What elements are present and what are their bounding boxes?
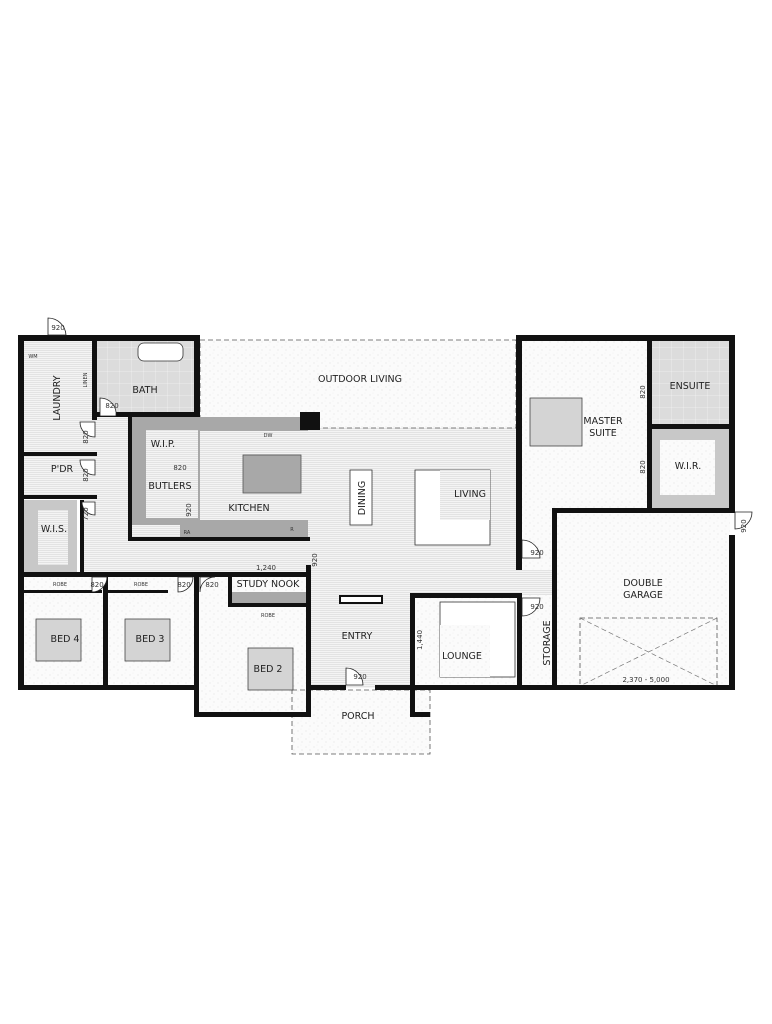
- study-desk: [230, 592, 308, 605]
- kitchen-island: [242, 454, 302, 494]
- wir-floor: [660, 440, 715, 495]
- ensuite-area: [652, 340, 730, 425]
- bath-label: BATH: [132, 385, 157, 396]
- robe-label-bed3: ROBE: [134, 582, 148, 588]
- bed2-door[interactable]: [199, 576, 216, 593]
- bed3-bed: [124, 618, 171, 662]
- bathtub: [137, 342, 184, 362]
- kitchen-bench-top: [200, 417, 308, 431]
- kitchen-label: KITCHEN: [228, 503, 269, 514]
- wis-floor: [38, 510, 68, 565]
- robe-label-bed4: ROBE: [53, 582, 67, 588]
- ra-label: RA: [184, 530, 191, 536]
- pdr-label: P'DR: [51, 464, 74, 475]
- bath-door[interactable]: [99, 397, 117, 417]
- laundry-label: LAUNDRY: [52, 375, 63, 420]
- double-garage-label-2: GARAGE: [623, 590, 663, 601]
- dim-storage-door: 920: [530, 603, 543, 611]
- dim-wip-door: 820: [173, 464, 186, 472]
- r-label: R: [290, 527, 294, 533]
- entry-label: ENTRY: [342, 631, 373, 642]
- storage-label: STORAGE: [542, 620, 553, 665]
- dim-laundry-door: 820: [82, 430, 90, 443]
- wm-label: WM: [28, 354, 37, 360]
- dim-bed4-door: 820: [90, 581, 103, 589]
- master-bed: [529, 397, 583, 447]
- bed2-bed: [247, 647, 294, 691]
- wip-label: W.I.P.: [151, 439, 175, 450]
- entry-door[interactable]: [345, 667, 364, 686]
- robe-label-bed2: ROBE: [261, 613, 275, 619]
- bed2-label: BED 2: [254, 664, 283, 675]
- wis-door[interactable]: [81, 501, 96, 516]
- dim-study-opening: 1,240: [256, 564, 276, 572]
- master-suite-label-1: MASTER: [583, 416, 623, 427]
- bed3-label: BED 3: [136, 634, 165, 645]
- study-nook-label: STUDY NOOK: [237, 579, 300, 590]
- bed4-door[interactable]: [91, 576, 108, 593]
- porch-area: [291, 689, 431, 755]
- pdr-door[interactable]: [79, 459, 96, 476]
- dim-bath-door: 820: [105, 402, 118, 410]
- dim-entry-door: 920: [353, 673, 366, 681]
- butlers-floor: [146, 430, 198, 518]
- lounge-label: LOUNGE: [442, 651, 482, 662]
- dw-label: DW: [264, 433, 273, 439]
- laundry-floor: [22, 340, 95, 455]
- kitchen-bench-bottom: [180, 520, 308, 538]
- storage-door[interactable]: [521, 597, 541, 617]
- wir-label: W.I.R.: [675, 461, 701, 472]
- wis-label: W.I.S.: [41, 524, 67, 535]
- linen-label: LINEN: [83, 372, 89, 387]
- living-sofa-inner: [440, 470, 490, 520]
- bed4-label: BED 4: [51, 634, 80, 645]
- garage-side-door[interactable]: [734, 511, 753, 530]
- garage-door-cross: [579, 617, 718, 687]
- bed4-bed: [35, 618, 82, 662]
- dim-garage-side-door: 920: [740, 519, 748, 532]
- dim-hall-door: 920: [311, 553, 319, 566]
- outdoor-living-area: [199, 339, 517, 429]
- garage-area: [557, 512, 730, 688]
- dim-bed3-door: 820: [177, 581, 190, 589]
- double-garage-label-1: DOUBLE: [623, 578, 663, 589]
- outdoor-living-label: OUTDOOR LIVING: [318, 374, 402, 385]
- dim-master-door: 920: [530, 549, 543, 557]
- dim-laundry-ext-door: 920: [51, 324, 64, 332]
- dining-table: [349, 469, 373, 526]
- pdr-area: [22, 455, 82, 495]
- dim-lounge-opening: 1,440: [416, 630, 424, 650]
- master-door[interactable]: [521, 539, 541, 559]
- laundry-external-door[interactable]: [47, 317, 67, 336]
- bed3-door[interactable]: [177, 576, 194, 593]
- dim-bed2-door: 820: [205, 581, 218, 589]
- dim-wir-door: 820: [639, 460, 647, 473]
- living-label: LIVING: [454, 489, 486, 500]
- master-suite-label-2: SUITE: [589, 428, 617, 439]
- dim-butlers-door: 920: [185, 503, 193, 516]
- entry-floor: [310, 570, 415, 688]
- dim-wis-door: 720: [82, 507, 90, 520]
- dim-ensuite-door: 820: [639, 385, 647, 398]
- butlers-label: BUTLERS: [148, 481, 191, 492]
- dining-label: DINING: [357, 481, 368, 516]
- dim-pdr-door: 820: [82, 468, 90, 481]
- lounge-sofa-inner: [440, 625, 490, 677]
- ensuite-label: ENSUITE: [670, 381, 711, 392]
- entry-bench: [339, 595, 383, 604]
- dim-garage-door-width: 2,370 - 5,000: [622, 676, 669, 684]
- porch-label: PORCH: [341, 711, 374, 722]
- walls: [18, 335, 735, 717]
- laundry-door[interactable]: [79, 421, 96, 438]
